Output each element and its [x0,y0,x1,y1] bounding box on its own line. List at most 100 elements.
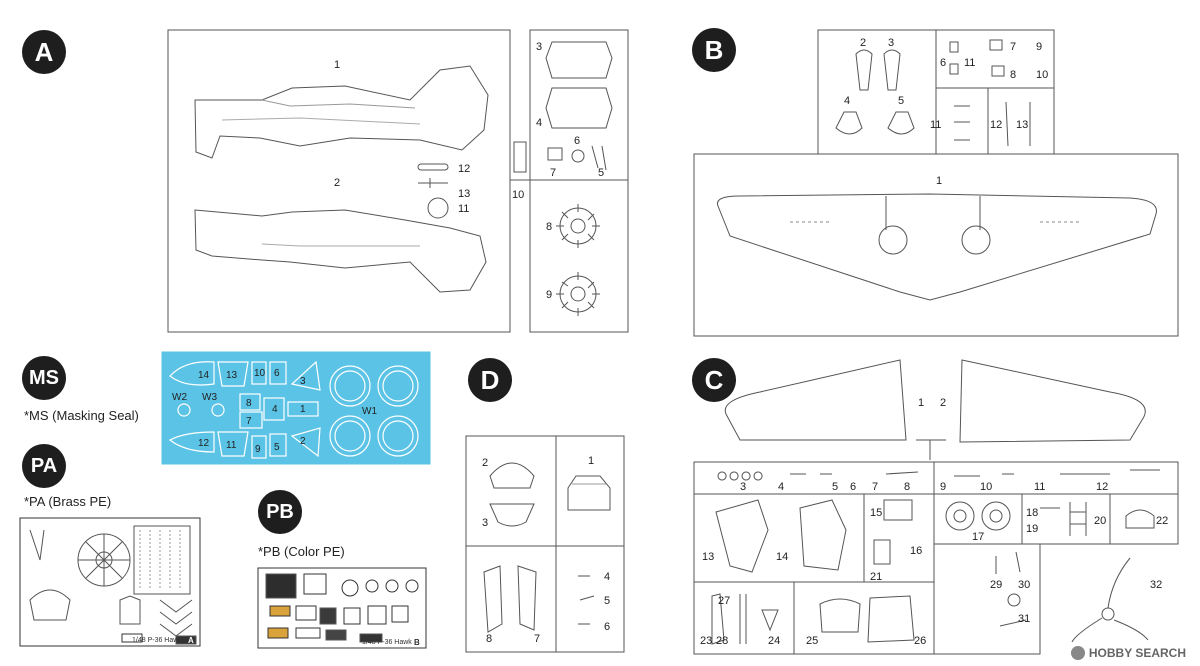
c-label-25: 25 [806,635,818,647]
b-label-9: 9 [1036,41,1042,53]
sprue-badge-c: C [692,358,736,402]
pa-engine-front [77,533,131,587]
c-label-17: 17 [972,531,984,543]
part-a3 [545,41,613,79]
sprue-d-frame [465,435,625,653]
b-label-7: 7 [1010,41,1016,53]
b-label-12: 12 [990,119,1002,131]
c-label-20: 20 [1094,515,1106,527]
a-label-8: 8 [546,221,552,233]
part-d7 [517,565,537,631]
pb-sheet-letter: B [414,638,420,647]
fuselage-half-2 [194,209,487,293]
c-label-6: 6 [850,481,856,493]
sprue-b-frame [693,29,1179,337]
a-label-10: 10 [512,189,524,201]
part-c14 [799,499,847,571]
ms-label-1: 1 [300,404,306,415]
a-label-12: 12 [458,163,470,175]
part-a11 [427,197,449,219]
pa-sheet-text: 1/48 P-36 Hawk [132,637,182,644]
pb-caption: *PB (Color PE) [258,544,345,559]
watermark: HOBBY SEARCH [1070,646,1186,660]
b-label-13: 13 [1016,119,1028,131]
ms-label-2: 2 [300,436,306,447]
c-label-18: 18 [1026,507,1038,519]
part-b2 [855,49,873,91]
part-a4 [545,87,613,129]
c-label-5: 5 [832,481,838,493]
pa-sheet-letter: A [188,636,194,645]
c-label-2: 2 [940,397,946,409]
ms-label-w3: W3 [202,392,217,403]
d-label-5: 5 [604,595,610,607]
part-d2 [489,462,535,489]
ms-label-w1: W1 [362,406,377,417]
b-label-1: 1 [936,175,942,187]
ms-caption: *MS (Masking Seal) [24,408,139,423]
c-label-8: 8 [904,481,910,493]
c-label-32: 32 [1150,579,1162,591]
ms-label-7: 7 [246,416,252,427]
b-label-8: 8 [1010,69,1016,81]
d-label-4: 4 [604,571,610,583]
ms-label-8: 8 [246,398,252,409]
d-label-1: 1 [588,455,594,467]
ms-label-3: 3 [300,376,306,387]
b-label-5: 5 [898,95,904,107]
a-label-11: 11 [458,203,469,215]
ms-label-9: 9 [255,444,261,455]
c-label-26: 26 [914,635,926,647]
b-label-4: 4 [844,95,850,107]
ms-label-10: 10 [254,368,266,379]
sprue-a-frame [167,29,629,333]
c-label-28: 28 [716,635,728,647]
c-label-14: 14 [776,551,788,563]
pb-sheet [257,567,427,649]
c-label-21: 21 [870,571,882,583]
part-a8-engine [556,204,600,248]
c-label-30: 30 [1018,579,1030,591]
ms-label-13: 13 [226,370,238,381]
a-label-9: 9 [546,289,552,301]
d-label-7: 7 [534,633,540,645]
ms-label-6: 6 [274,368,280,379]
pa-badge: PA [22,444,66,488]
c-label-27: 27 [718,595,730,607]
ms-badge: MS [22,356,66,400]
part-d1 [567,475,611,511]
b-label-11a: 11 [964,57,975,69]
c-label-15: 15 [870,507,882,519]
ms-label-w2: W2 [172,392,187,403]
sprue-badge-d: D [468,358,512,402]
ms-label-11: 11 [226,440,237,451]
c-label-16: 16 [910,545,922,557]
part-c1-wing [724,359,907,441]
c-label-3: 3 [740,481,746,493]
ms-label-12: 12 [198,438,210,449]
a-label-1: 1 [334,59,340,71]
c-label-23: 23 [700,635,712,647]
pb-sheet-text: 1/48 P-36 Hawk [362,639,412,646]
c-label-1: 1 [918,397,924,409]
ms-label-4: 4 [272,404,278,415]
part-a9-engine [556,272,600,316]
a-label-13: 13 [458,188,470,200]
pa-sheet [19,517,201,647]
c-label-12: 12 [1096,481,1108,493]
ms-label-5: 5 [274,442,280,453]
b-label-2: 2 [860,37,866,49]
part-d3 [489,503,535,527]
c-label-11: 11 [1034,481,1045,493]
c-label-22: 22 [1156,515,1168,527]
b-label-11: 11 [930,119,941,131]
pb-badge: PB [258,490,302,534]
b-label-6: 6 [940,57,946,69]
a-label-7: 7 [550,167,556,179]
part-d8 [483,565,503,633]
part-b3 [883,49,901,91]
sprue-badge-b: B [692,28,736,72]
sprue-badge-a: A [22,30,66,74]
